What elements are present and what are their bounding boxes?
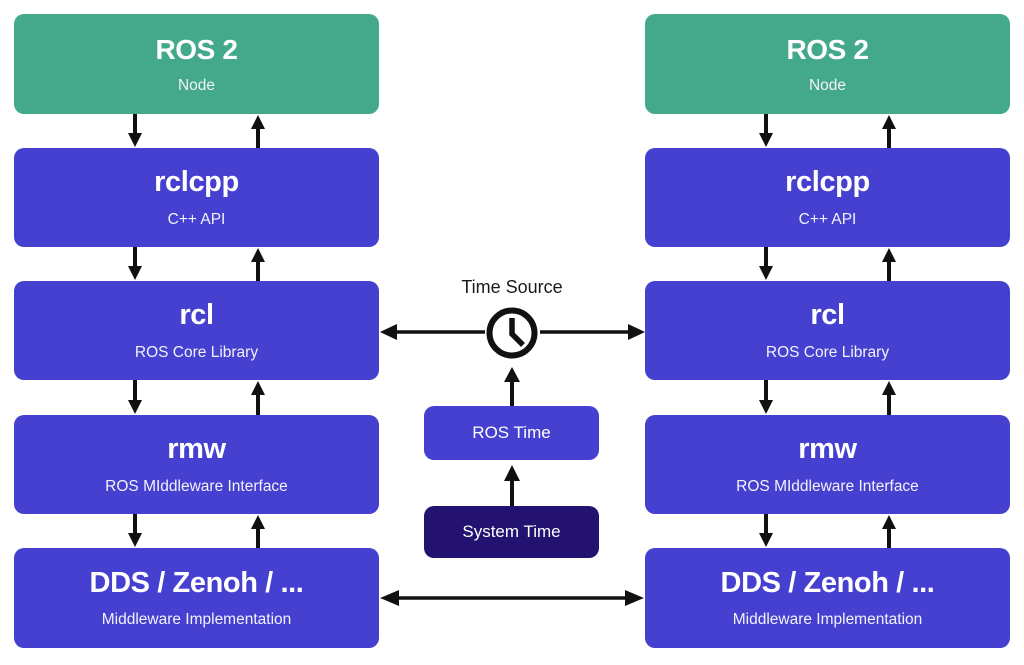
left-layer-ros2-title: ROS 2	[155, 33, 238, 65]
arrow-left-ros2-to-rclcpp-down	[126, 114, 144, 148]
right-layer-rclcpp[interactable]: rclcpp C++ API	[645, 148, 1010, 247]
right-layer-dds[interactable]: DDS / Zenoh / ... Middleware Implementat…	[645, 548, 1010, 648]
right-layer-ros2[interactable]: ROS 2 Node	[645, 14, 1010, 114]
right-layer-dds-title: DDS / Zenoh / ...	[720, 566, 935, 599]
arrow-right-ros2-to-rclcpp-down	[757, 114, 775, 148]
arrow-left-rclcpp-to-ros2-up	[249, 114, 267, 148]
left-layer-rcl[interactable]: rcl ROS Core Library	[14, 281, 379, 380]
left-layer-ros2[interactable]: ROS 2 Node	[14, 14, 379, 114]
left-layer-dds-title: DDS / Zenoh / ...	[89, 566, 304, 599]
clock-icon	[484, 305, 540, 361]
arrow-system-time-to-ros-time-up	[503, 463, 521, 506]
left-layer-rmw-subtitle: ROS MIddleware Interface	[105, 477, 288, 495]
left-layer-rclcpp[interactable]: rclcpp C++ API	[14, 148, 379, 247]
arrow-left-rcl-to-rclcpp-up	[249, 247, 267, 281]
arrow-right-dds-to-rmw-up	[880, 514, 898, 548]
left-layer-rmw-title: rmw	[167, 433, 226, 466]
right-layer-dds-subtitle: Middleware Implementation	[732, 611, 923, 629]
time-source-label: Time Source	[461, 277, 563, 297]
left-layer-rclcpp-subtitle: C++ API	[167, 210, 226, 228]
left-layer-ros2-subtitle: Node	[177, 76, 216, 94]
arrow-left-rmw-to-dds-down	[126, 514, 144, 548]
right-layer-rmw[interactable]: rmw ROS MIddleware Interface	[645, 415, 1010, 514]
arrow-right-rclcpp-to-rcl-down	[757, 247, 775, 281]
right-layer-rcl[interactable]: rcl ROS Core Library	[645, 281, 1010, 380]
arrow-clock-to-right-rcl	[540, 324, 646, 340]
right-layer-rclcpp-title: rclcpp	[785, 166, 870, 199]
left-layer-rcl-title: rcl	[179, 299, 214, 332]
arrow-right-rcl-to-rmw-down	[757, 380, 775, 415]
system-time-label: System Time	[462, 522, 561, 541]
right-layer-rclcpp-subtitle: C++ API	[798, 210, 857, 228]
arrow-left-rclcpp-to-rcl-down	[126, 247, 144, 281]
system-time-box[interactable]: System Time	[424, 506, 599, 558]
ros-time-label: ROS Time	[472, 423, 551, 442]
arrow-right-rcl-to-rclcpp-up	[880, 247, 898, 281]
arrow-right-rmw-to-rcl-up	[880, 380, 898, 415]
right-layer-rmw-subtitle: ROS MIddleware Interface	[736, 477, 919, 495]
left-layer-rclcpp-title: rclcpp	[154, 166, 239, 199]
left-layer-rcl-subtitle: ROS Core Library	[134, 343, 259, 361]
right-layer-rmw-title: rmw	[798, 433, 857, 466]
arrow-right-rclcpp-to-ros2-up	[880, 114, 898, 148]
left-layer-rmw[interactable]: rmw ROS MIddleware Interface	[14, 415, 379, 514]
arrow-clock-to-left-rcl	[379, 324, 485, 340]
right-layer-ros2-subtitle: Node	[808, 76, 847, 94]
arrow-left-rcl-to-rmw-down	[126, 380, 144, 415]
arrow-ros-time-to-clock-up	[503, 366, 521, 406]
arrow-left-rmw-to-rcl-up	[249, 380, 267, 415]
ros-time-box[interactable]: ROS Time	[424, 406, 599, 460]
left-layer-dds-subtitle: Middleware Implementation	[101, 611, 292, 629]
left-layer-dds[interactable]: DDS / Zenoh / ... Middleware Implementat…	[14, 548, 379, 648]
right-layer-ros2-title: ROS 2	[786, 33, 869, 65]
right-layer-rcl-title: rcl	[810, 299, 845, 332]
right-layer-rcl-subtitle: ROS Core Library	[765, 343, 890, 361]
arrow-left-dds-to-rmw-up	[249, 514, 267, 548]
arrow-right-rmw-to-dds-down	[757, 514, 775, 548]
arrow-dds-to-dds-bidirectional	[379, 590, 645, 606]
